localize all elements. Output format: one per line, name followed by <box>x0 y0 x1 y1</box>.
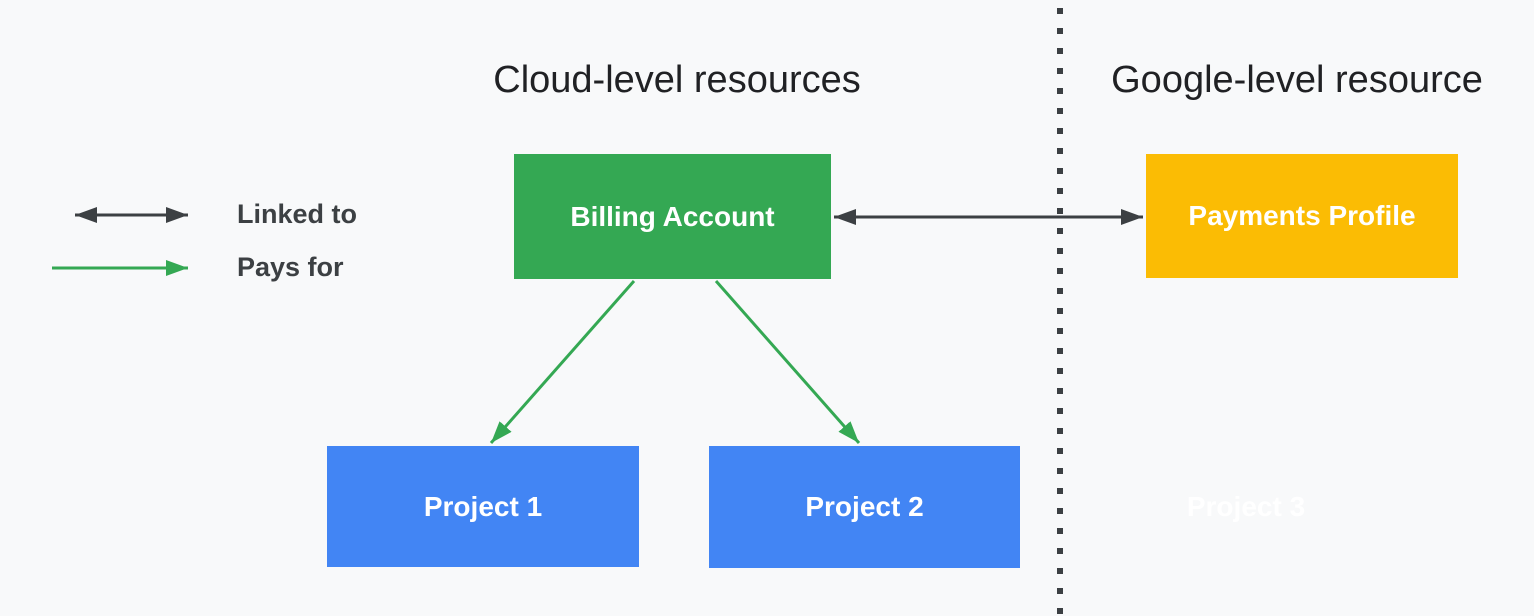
legend-label-linked-to: Linked to <box>237 199 357 229</box>
double-headed-arrow-icon <box>75 206 188 223</box>
node-billing-account: Billing Account <box>514 154 831 279</box>
legend-item-pays-for: Pays for <box>50 252 344 283</box>
node-project-1: Project 1 <box>327 446 639 567</box>
legend-item-linked-to: Linked to <box>50 199 357 230</box>
node-payments-profile-label: Payments Profile <box>1188 200 1416 231</box>
section-title-cloud-level: Cloud-level resources <box>493 59 861 101</box>
node-payments-profile: Payments Profile <box>1146 154 1458 278</box>
node-project-3-label: Project 3 <box>1186 490 1306 522</box>
node-billing-account-label: Billing Account <box>570 200 775 232</box>
node-project-2-label: Project 2 <box>805 491 924 522</box>
section-title-google-level: Google-level resource <box>1111 59 1483 101</box>
edge-billing-to-project2-pays <box>714 280 861 444</box>
legend-label-pays-for: Pays for <box>237 252 344 282</box>
node-project-2: Project 2 <box>709 446 1020 568</box>
node-project-1-label: Project 1 <box>423 490 543 522</box>
right-arrow-icon <box>52 259 188 276</box>
edge-billing-to-project1-pays <box>489 280 636 444</box>
node-project-3-ghost: Project 3 <box>1090 446 1402 567</box>
